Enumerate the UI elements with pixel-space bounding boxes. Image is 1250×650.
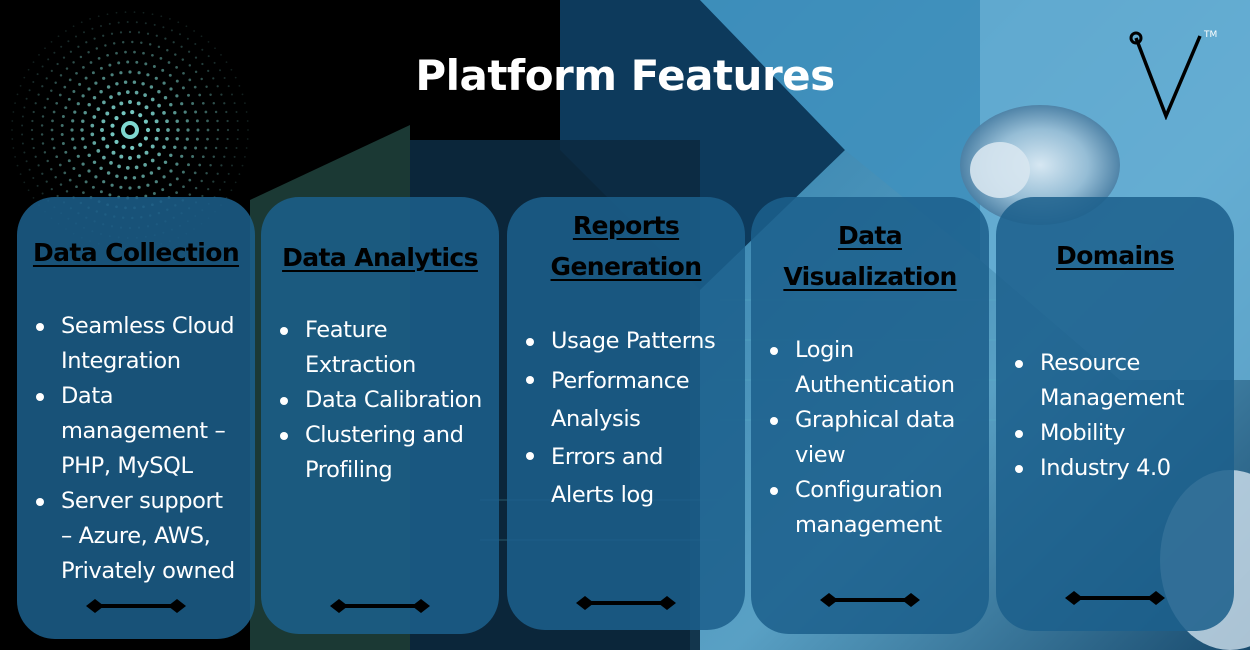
list-item-text: Errors and [551,444,664,470]
feature-card-domains: Domains Resource Management Mobility Ind… [996,197,1234,631]
feature-card-data-analytics: Data Analytics Feature Extraction Data C… [261,197,499,634]
list-item-text: Alerts log [551,482,654,508]
list-item-text: Data Calibration [305,387,482,413]
list-item-text: Privately owned [61,558,235,584]
list-item: Data Calibration [271,383,482,418]
card-title: Data Analytics [261,237,499,278]
list-item-text: Industry 4.0 [1040,455,1171,481]
list-item-text: Graphical data [795,407,955,433]
list-item: Performance Analysis [517,362,715,438]
card-title: Reports Generation [507,205,745,287]
connector-icon [820,593,920,607]
v-logo-icon: TM [1128,28,1218,123]
connector-icon [1065,591,1165,605]
list-item: Seamless Cloud Integration [27,309,235,379]
card-title-line: Data Analytics [282,243,478,272]
list-item-text: Analysis [551,406,641,432]
list-item-text: Usage Patterns [551,328,716,354]
list-item-text: – Azure, AWS, [61,523,211,549]
list-item-text: Integration [61,348,181,374]
list-item-text: Server support [61,488,223,514]
list-item-text: PHP, MySQL [61,453,193,479]
connector-icon [86,599,186,613]
feature-card-reports-generation: Reports Generation Usage Patterns Perfor… [507,197,745,630]
feature-list: Usage Patterns Performance Analysis Erro… [517,324,716,514]
card-title: Domains [996,235,1234,276]
list-item-text: Performance [551,368,690,394]
list-item: Configuration management [761,473,955,543]
list-item-text: Resource [1040,350,1140,376]
list-item-text: Feature [305,317,388,343]
card-title-line: Data Collection [32,238,240,267]
list-item: Industry 4.0 [1006,451,1184,486]
feature-card-data-visualization: Data Visualization Login Authentication … [751,197,989,634]
list-item-text: Management [1040,385,1185,411]
feature-list: Feature Extraction Data Calibration Clus… [271,313,482,488]
list-item-text: Data [61,383,114,409]
list-item-text: Seamless Cloud [61,313,235,339]
list-item-text: Authentication [795,372,955,398]
card-title-line: Visualization [783,262,957,291]
list-item-text: Clustering and [305,422,464,448]
connector-icon [330,599,430,613]
list-item: Data management – PHP, MySQL [27,379,235,484]
list-item-text: Profiling [305,457,393,483]
list-item: Clustering and Profiling [271,418,482,488]
list-item: Login Authentication [761,333,955,403]
trademark-label: TM [1204,30,1218,40]
card-title-line: Reports [572,211,680,240]
feature-list: Resource Management Mobility Industry 4.… [1006,346,1185,486]
slide-title: Platform Features [415,51,835,100]
list-item-text: management [795,512,942,538]
list-item-text: Mobility [1040,420,1126,446]
list-item-text: Login [795,337,854,363]
feature-list: Login Authentication Graphical data view… [761,333,955,543]
list-item: Graphical data view [761,403,955,473]
list-item-text: view [795,442,846,468]
card-title: Data Collection [17,232,255,273]
card-title: Data Visualization [751,215,989,297]
list-item: Mobility [1006,416,1184,451]
list-item: Feature Extraction [271,313,482,383]
card-title-line: Domains [1056,241,1175,270]
feature-list: Seamless Cloud Integration Data manageme… [27,309,235,589]
list-item-text: Extraction [305,352,416,378]
connector-icon [576,596,676,610]
card-title-line: Data [837,221,903,250]
feature-card-data-collection: Data Collection Seamless Cloud Integrati… [17,197,255,639]
list-item-text: Configuration [795,477,943,503]
list-item: Usage Patterns [517,324,716,359]
list-item: Resource Management [1006,346,1185,416]
list-item-text: management – [61,418,226,444]
list-item: Server support – Azure, AWS, Privately o… [27,484,235,589]
list-item: Errors and Alerts log [517,438,715,514]
card-title-line: Generation [550,252,703,281]
